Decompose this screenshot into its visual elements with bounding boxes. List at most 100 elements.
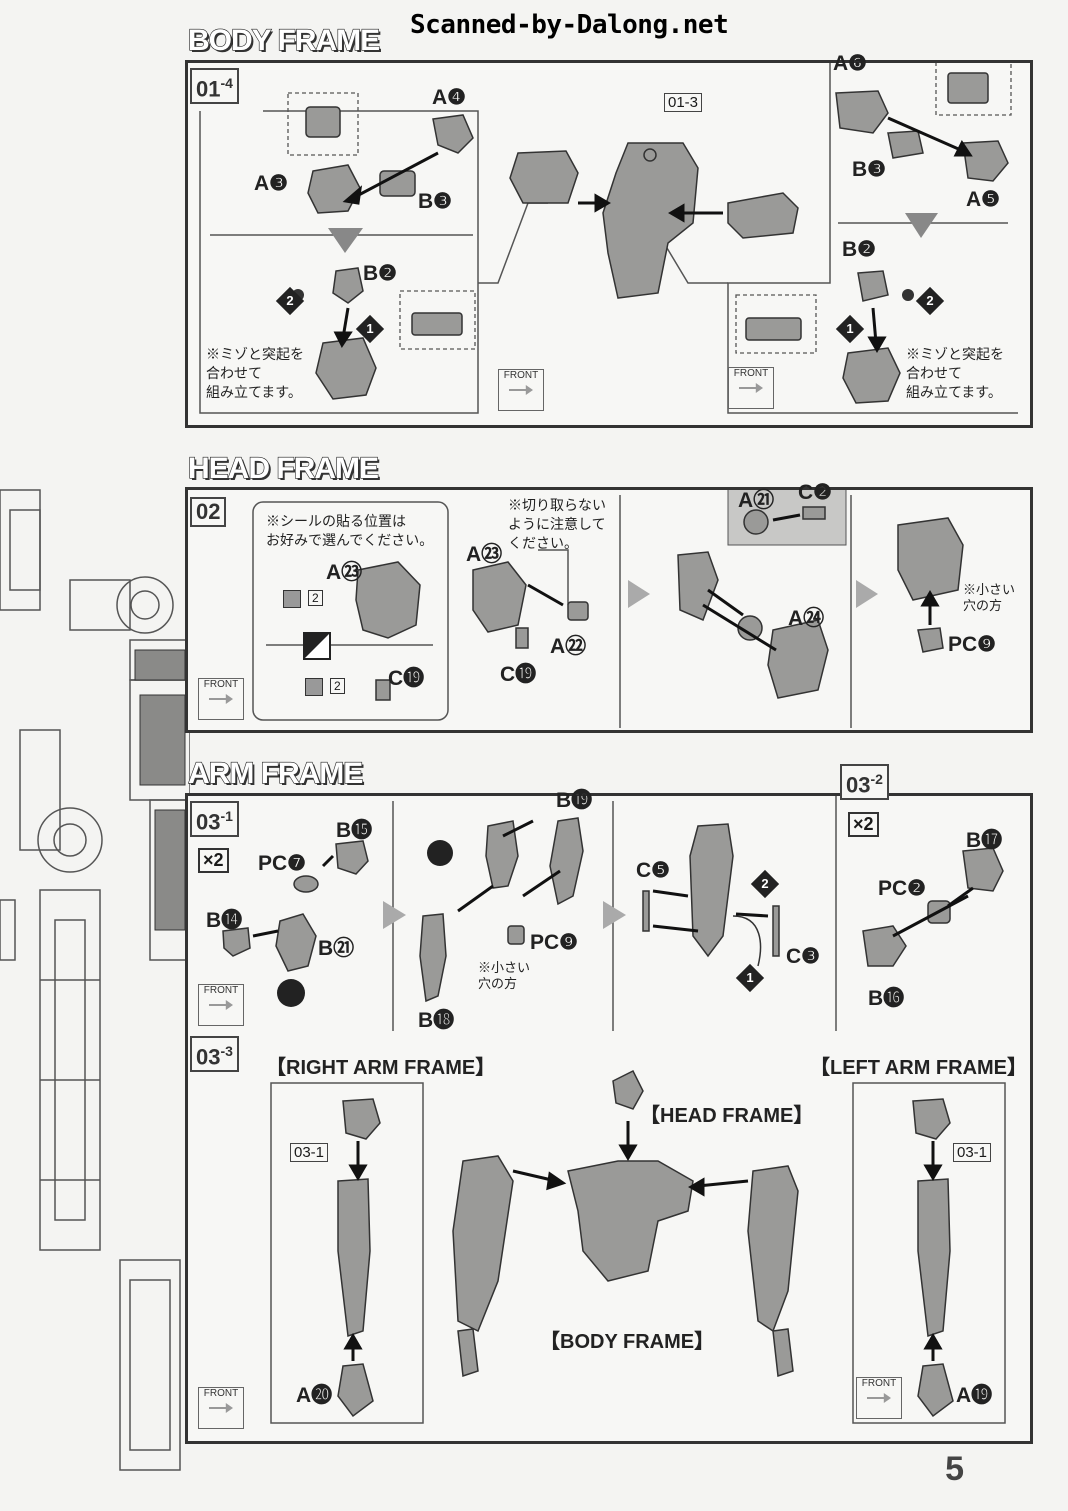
front-arrow-icon bbox=[867, 1393, 891, 1403]
part-label: PC❾ bbox=[948, 633, 996, 656]
front-indicator: FRONT bbox=[198, 1387, 244, 1429]
body-frame-diagram bbox=[199, 63, 1018, 414]
front-label: FRONT bbox=[203, 1388, 239, 1399]
part-label: C⓳ bbox=[500, 663, 537, 686]
arm-frame-panel-bottom: 03-3 【RIGHT ARM FRAME】 【LEFT ARM FRAME】 … bbox=[185, 1031, 1033, 1444]
part-label: PC❾ bbox=[530, 931, 578, 954]
hand-label-right: A⓴ bbox=[296, 1384, 333, 1407]
cut-note: ※切り取らない ように注意して ください。 bbox=[508, 497, 606, 551]
multiplier-badge: ×2 bbox=[198, 848, 229, 873]
head-frame-title: HEAD FRAME bbox=[187, 451, 379, 485]
step-sub: -4 bbox=[220, 75, 233, 91]
front-arrow-icon bbox=[209, 1403, 233, 1413]
step-number: 03 bbox=[846, 772, 871, 798]
ref-03-1-right: 03-1 bbox=[290, 1143, 329, 1162]
hand-label-left: A⓳ bbox=[956, 1384, 993, 1407]
watermark: Scanned-by-Dalong.net bbox=[410, 10, 729, 40]
front-label: FRONT bbox=[861, 1378, 897, 1389]
step-order-1: 1 bbox=[735, 963, 765, 993]
part-label: B❷ bbox=[842, 238, 876, 261]
step-order-2: 2 bbox=[750, 869, 780, 899]
step-sub: -2 bbox=[870, 771, 883, 787]
arm-assembly-diagram bbox=[270, 1069, 1006, 1424]
sticker-number: 2 bbox=[330, 678, 345, 694]
arm-step-03-1: 03-1 bbox=[190, 801, 239, 838]
step-order-2-left: 2 bbox=[275, 286, 305, 316]
arm-step-03-2: 03-2 bbox=[840, 764, 889, 801]
part-label: B⓮ bbox=[206, 909, 243, 932]
part-label: A㉑ bbox=[738, 489, 775, 512]
step-number: 01 bbox=[196, 76, 221, 102]
small-hole-note: ※小さい 穴の方 bbox=[963, 582, 1016, 613]
head-frame-diagram bbox=[252, 490, 964, 728]
part-label: A㉔ bbox=[788, 607, 825, 630]
groove-note-left: ※ミゾと突起を 合わせて 組み立てます。 bbox=[206, 346, 304, 400]
part-label: C⓳ bbox=[388, 667, 425, 690]
front-indicator: FRONT bbox=[498, 369, 544, 411]
part-label: A㉓ bbox=[326, 561, 363, 584]
part-label: A㉓ bbox=[466, 543, 503, 566]
head-frame-step: 02 bbox=[190, 497, 227, 527]
ref-03-1-left: 03-1 bbox=[953, 1143, 992, 1162]
part-label: C❷ bbox=[798, 481, 832, 504]
front-arrow-icon bbox=[739, 383, 763, 393]
arm-frame-title: ARM FRAME bbox=[187, 756, 364, 790]
step-order-1-left: 1 bbox=[355, 314, 385, 344]
sticker-number: 2 bbox=[308, 590, 323, 606]
front-label: FRONT bbox=[503, 370, 539, 381]
front-indicator: FRONT bbox=[198, 678, 244, 720]
sticker-note: ※シールの貼る位置は お好みで選んでください。 bbox=[266, 513, 434, 548]
arm-frame-diagram-1 bbox=[222, 796, 1004, 1034]
front-arrow-icon bbox=[209, 1000, 233, 1010]
part-label: A㉒ bbox=[550, 635, 587, 658]
part-label: B❸ bbox=[418, 190, 452, 213]
part-label: A❻ bbox=[833, 52, 867, 75]
part-label: C❸ bbox=[786, 945, 820, 968]
step-order-2-right: 2 bbox=[915, 286, 945, 316]
part-label: B⓲ bbox=[418, 1009, 455, 1032]
robot-outline-illustration bbox=[0, 489, 190, 1471]
part-label: A❹ bbox=[432, 86, 466, 109]
front-indicator: FRONT bbox=[856, 1377, 902, 1419]
right-arm-frame-label: 【RIGHT ARM FRAME】 bbox=[266, 1057, 496, 1079]
body-frame-step: 01-4 bbox=[190, 68, 239, 105]
head-frame-label: 【HEAD FRAME】 bbox=[640, 1105, 814, 1127]
step-order-1-right: 1 bbox=[835, 314, 865, 344]
body-frame-title: BODY FRAME bbox=[187, 23, 380, 57]
part-label: B⓱ bbox=[966, 829, 1003, 852]
front-label: FRONT bbox=[733, 368, 769, 379]
step-number: 03 bbox=[196, 809, 221, 835]
sticker-icon bbox=[305, 678, 323, 696]
small-hole-note: ※小さい 穴の方 bbox=[478, 960, 531, 991]
part-label: B❸ bbox=[852, 158, 886, 181]
arm-step-03-3: 03-3 bbox=[190, 1036, 239, 1073]
page-number: 5 bbox=[945, 1450, 964, 1488]
part-label: PC❼ bbox=[258, 852, 306, 875]
body-frame-label: 【BODY FRAME】 bbox=[540, 1331, 715, 1353]
ref-step-01-3: 01-3 bbox=[664, 93, 703, 112]
part-label: A❺ bbox=[966, 188, 1000, 211]
part-label: A❸ bbox=[254, 172, 288, 195]
part-label: PC❷ bbox=[878, 877, 926, 900]
front-indicator: FRONT bbox=[198, 984, 244, 1026]
part-label: B⓰ bbox=[868, 987, 905, 1010]
step-sub: -3 bbox=[220, 1043, 233, 1059]
front-label: FRONT bbox=[203, 985, 239, 996]
part-label: B⓳ bbox=[556, 789, 593, 812]
head-frame-panel: 02 ※シールの貼る位置は お好みで選んでください。 ※切り取らない ように注意… bbox=[185, 481, 1033, 733]
part-label: C❺ bbox=[636, 859, 670, 882]
groove-note-right: ※ミゾと突起を 合わせて 組み立てます。 bbox=[906, 346, 1004, 400]
part-label: B㉑ bbox=[318, 937, 355, 960]
part-label: B❷ bbox=[363, 262, 397, 285]
body-frame-panel: 01-4 01-3 A❹ A❸ B❸ B❷ ※ミゾと突起を 合わせて 組み立てま… bbox=[185, 52, 1033, 428]
arm-frame-panel-top: 03-1 ×2 B⓯ PC❼ B⓮ B㉑ B⓳ PC❾ B⓲ C❺ C❸ ※小さ… bbox=[185, 764, 1033, 1037]
step-number: 03 bbox=[196, 1044, 221, 1070]
sticker-icon bbox=[283, 590, 301, 608]
part-label: B⓯ bbox=[336, 819, 373, 842]
front-arrow-icon bbox=[509, 385, 533, 395]
front-label: FRONT bbox=[203, 679, 239, 690]
front-indicator: FRONT bbox=[728, 367, 774, 409]
left-arm-frame-label: 【LEFT ARM FRAME】 bbox=[810, 1057, 1028, 1079]
step-sub: -1 bbox=[220, 808, 233, 824]
multiplier-badge: ×2 bbox=[848, 812, 879, 837]
